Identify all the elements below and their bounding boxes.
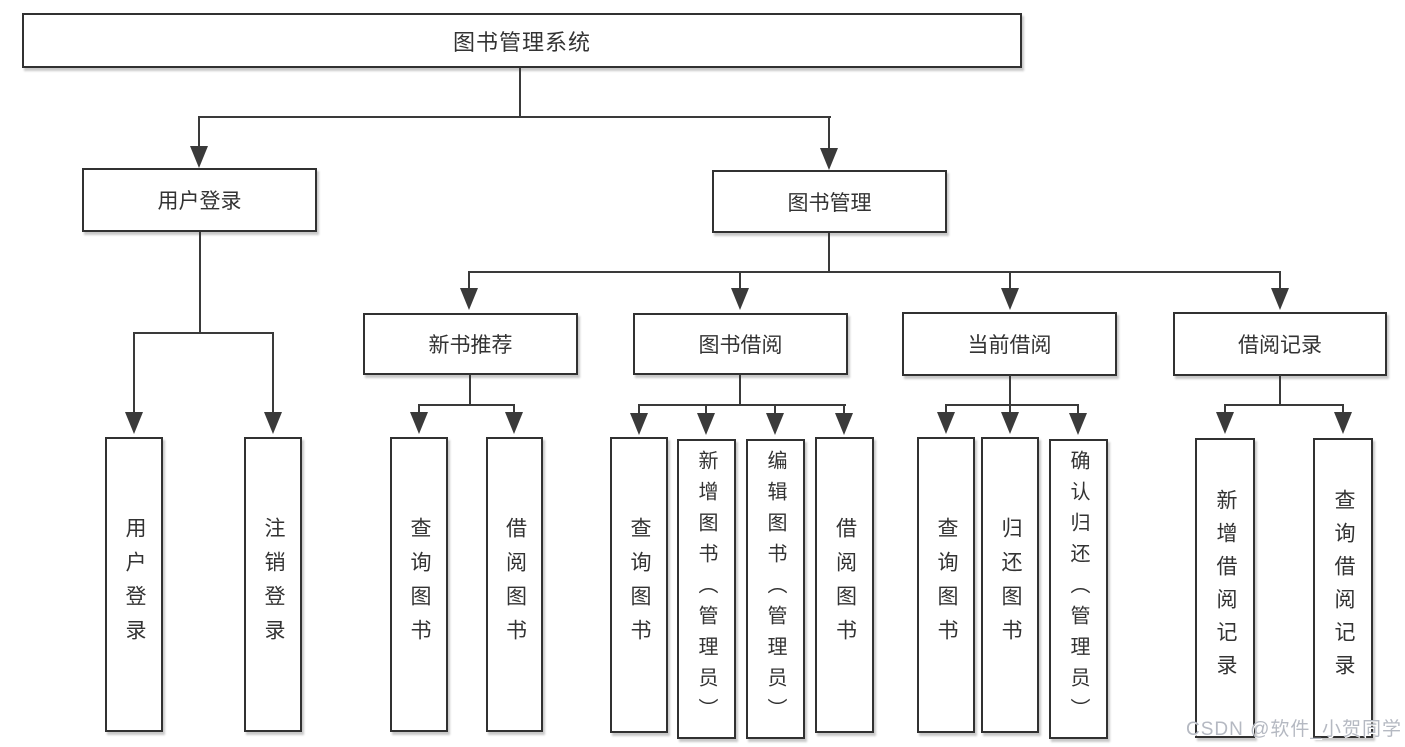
edge-current-rail — [945, 404, 1079, 406]
edge-record-rail — [1224, 404, 1344, 406]
node-current-borrow: 当前借阅 — [902, 312, 1117, 376]
leaf-query-borrow-record: 查询借阅记录 — [1313, 438, 1373, 738]
leaf-rec-borrow-book: 借阅图书 — [486, 437, 543, 732]
leaf-logout: 注销登录 — [244, 437, 302, 732]
edge-drop-leaf — [843, 404, 845, 414]
arrowhead-icon — [125, 412, 143, 434]
csdn-watermark: CSDN @软件_小贺同学 — [1186, 719, 1402, 740]
edge-drop-leaf — [1077, 404, 1079, 414]
leaf-edit-book-admin: 编辑图书（管理员） — [746, 439, 805, 739]
edge-rec-stem — [469, 375, 471, 406]
arrowhead-icon — [1069, 413, 1087, 435]
arrowhead-icon — [697, 413, 715, 435]
edge-current-stem — [1009, 375, 1011, 406]
edge-mgmt-rail — [468, 271, 1281, 273]
arrowhead-icon — [731, 288, 749, 310]
edge-mgmt-stem — [828, 233, 830, 273]
edge-login-stem — [199, 232, 201, 334]
leaf-add-borrow-record: 新增借阅记录 — [1195, 438, 1255, 738]
edge-login-rail — [133, 332, 274, 334]
leaf-confirm-return-admin: 确认归还（管理员） — [1049, 439, 1108, 739]
edge-drop-user-login — [198, 116, 200, 148]
edge-borrow-rail — [638, 404, 846, 406]
edge-drop-leaf — [1224, 404, 1226, 414]
arrowhead-icon — [630, 413, 648, 435]
arrowhead-icon — [1334, 412, 1352, 434]
arrowhead-icon — [1001, 412, 1019, 434]
node-user-login: 用户登录 — [82, 168, 317, 232]
arrowhead-icon — [937, 412, 955, 434]
arrowhead-icon — [1001, 288, 1019, 310]
leaf-add-book-admin: 新增图书（管理员） — [677, 439, 736, 739]
edge-drop-leaf — [774, 404, 776, 414]
edge-drop-leaf — [945, 404, 947, 414]
edge-root-rail — [199, 116, 831, 118]
arrowhead-icon — [820, 148, 838, 170]
leaf-rec-query-book: 查询图书 — [390, 437, 448, 732]
edge-drop-leaf — [1009, 404, 1011, 414]
edge-root-stem — [519, 68, 521, 118]
arrowhead-icon — [505, 412, 523, 434]
arrowhead-icon — [264, 412, 282, 434]
edge-drop-leaf — [513, 404, 515, 414]
node-book-borrow: 图书借阅 — [633, 313, 848, 375]
edge-drop-current-borrow — [1009, 271, 1011, 290]
leaf-borrow-book: 借阅图书 — [815, 437, 874, 733]
leaf-borrow-query-book: 查询图书 — [610, 437, 668, 733]
edge-borrow-stem — [739, 375, 741, 406]
edge-drop-leaf — [705, 404, 707, 414]
edge-record-stem — [1279, 375, 1281, 406]
edge-drop-book-mgmt — [828, 116, 830, 150]
arrowhead-icon — [410, 412, 428, 434]
edge-drop-leaf — [638, 404, 640, 414]
arrowhead-icon — [766, 413, 784, 435]
leaf-return-book: 归还图书 — [981, 437, 1039, 733]
edge-drop-leaf — [1342, 404, 1344, 414]
node-new-book-rec: 新书推荐 — [363, 313, 578, 375]
edge-drop-new-book-rec — [468, 271, 470, 290]
arrowhead-icon — [1216, 412, 1234, 434]
node-book-mgmt: 图书管理 — [712, 170, 947, 233]
arrowhead-icon — [835, 413, 853, 435]
edge-drop-book-borrow — [739, 271, 741, 290]
edge-drop-borrow-record — [1279, 271, 1281, 290]
edge-rec-rail — [418, 404, 515, 406]
edge-drop-leaf — [272, 332, 274, 414]
arrowhead-icon — [460, 288, 478, 310]
node-root: 图书管理系统 — [22, 13, 1022, 68]
leaf-user-login: 用户登录 — [105, 437, 163, 732]
leaf-current-query-book: 查询图书 — [917, 437, 975, 733]
arrowhead-icon — [1271, 288, 1289, 310]
edge-drop-leaf — [133, 332, 135, 414]
node-borrow-record: 借阅记录 — [1173, 312, 1387, 376]
edge-drop-leaf — [418, 404, 420, 414]
arrowhead-icon — [190, 146, 208, 168]
